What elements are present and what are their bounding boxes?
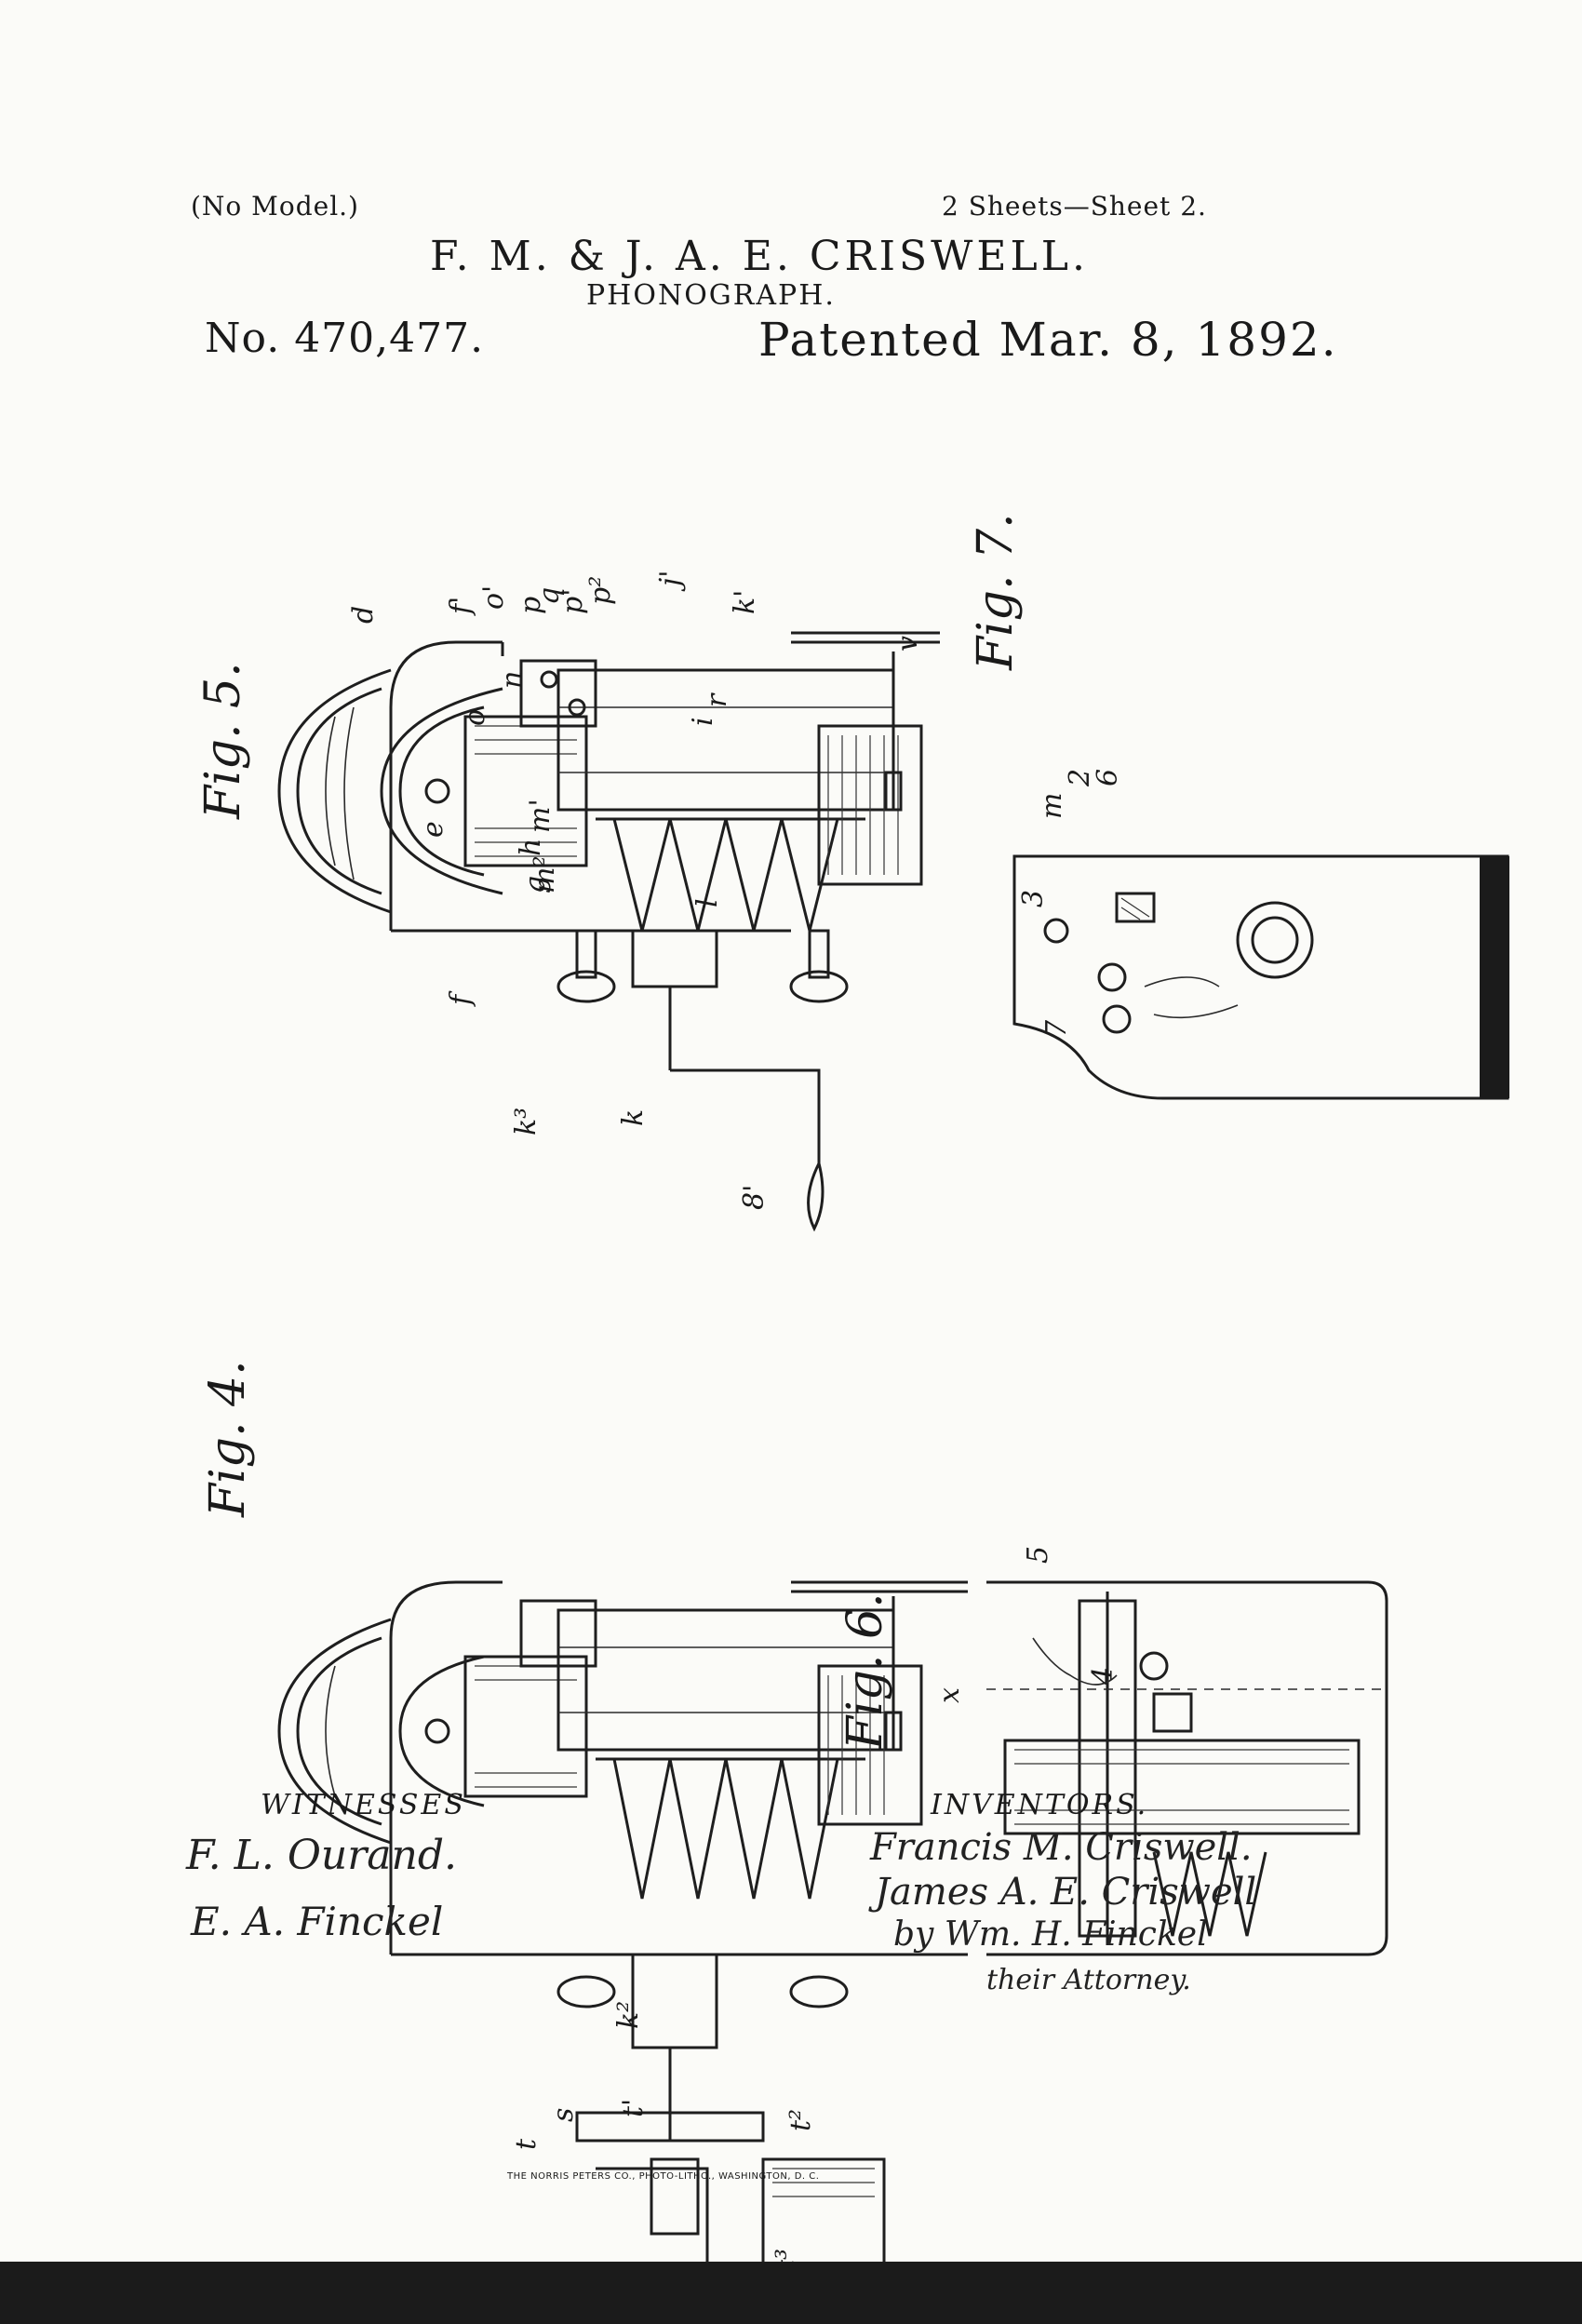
- label-k: k: [617, 1109, 650, 1126]
- label-e: e: [417, 821, 449, 838]
- label-m1: m': [524, 799, 556, 833]
- inventors-names: F. M. & J. A. E. CRISWELL.: [430, 233, 1089, 280]
- label-k3: k³: [510, 1108, 543, 1135]
- label-m: m: [1036, 793, 1068, 819]
- label-o: o: [459, 709, 491, 726]
- label-m2: m²: [529, 856, 561, 893]
- label-n: n: [496, 671, 529, 689]
- label-f: f: [445, 990, 477, 1007]
- label-k2: k²: [612, 2001, 645, 2029]
- figure-6-label: Fig. 6.: [838, 1592, 893, 1750]
- label-q: q: [533, 587, 566, 605]
- label-p1: p': [556, 589, 589, 614]
- label-t: t: [510, 2138, 543, 2150]
- label-n5: 5: [1022, 1546, 1054, 1564]
- label-g: g: [519, 876, 552, 893]
- label-l: l: [691, 898, 724, 907]
- label-v: v: [892, 636, 924, 652]
- figure-7-drawing: [1012, 854, 1509, 1100]
- attorney-signature: by Wm. H. Finckel: [893, 1915, 1208, 1954]
- label-x: x: [933, 1687, 966, 1703]
- label-f1: f': [445, 597, 477, 616]
- patent-date: Patented Mar. 8, 1892.: [758, 313, 1338, 367]
- printer-credit: THE NORRIS PETERS CO., PHOTO-LITHO., WAS…: [507, 2171, 820, 2182]
- label-i: i: [687, 717, 719, 726]
- witness-signature-2: E. A. Finckel: [191, 1899, 444, 1944]
- label-h: h: [515, 839, 547, 856]
- label-n2: 2: [1064, 769, 1096, 787]
- label-n6: 6: [1092, 769, 1124, 786]
- scan-edge-band: [0, 2262, 1582, 2324]
- figure-5-label: Fig. 5.: [195, 662, 251, 819]
- label-t2: t²: [784, 2109, 817, 2131]
- label-s1: 8': [738, 1185, 771, 1210]
- label-d: d: [347, 606, 380, 624]
- label-n3: 3: [1017, 890, 1050, 907]
- label-t1: t': [617, 2099, 650, 2117]
- patent-number: No. 470,477.: [205, 315, 485, 362]
- label-n7: 7: [1040, 1019, 1073, 1038]
- label-r: r: [701, 692, 733, 707]
- attorney-role: their Attorney.: [986, 1964, 1191, 1996]
- witness-signature-1: F. L. Ourand.: [186, 1832, 458, 1879]
- label-s: s: [547, 2108, 580, 2122]
- figure-4-label: Fig. 4.: [200, 1360, 256, 1517]
- figure-4-drawing: [277, 1580, 968, 2299]
- figure-7-label: Fig. 7.: [968, 513, 1024, 670]
- invention-title: PHONOGRAPH.: [586, 279, 836, 312]
- inventor-signature-1: Francis M. Criswell.: [870, 1826, 1253, 1869]
- label-n4: 4: [1087, 1667, 1119, 1686]
- label-p2: p²: [584, 576, 617, 605]
- inventors-heading: INVENTORS.: [931, 1789, 1149, 1821]
- figure-5-drawing: [277, 631, 940, 1232]
- label-p: p: [515, 597, 547, 614]
- label-k1: k': [729, 590, 761, 614]
- label-o1: o': [477, 585, 510, 610]
- part-labels: d e f f' g h i j' k k' k³ l m m' m² n o …: [347, 570, 1124, 2271]
- witnesses-heading: WITNESSES: [261, 1789, 466, 1821]
- inventor-signature-2: James A. E. Criswell: [875, 1871, 1257, 1914]
- label-j: j': [654, 570, 687, 592]
- model-note: (No Model.): [191, 191, 359, 222]
- figure-6-drawing: [986, 1580, 1388, 1956]
- sheet-count: 2 Sheets—Sheet 2.: [942, 191, 1207, 222]
